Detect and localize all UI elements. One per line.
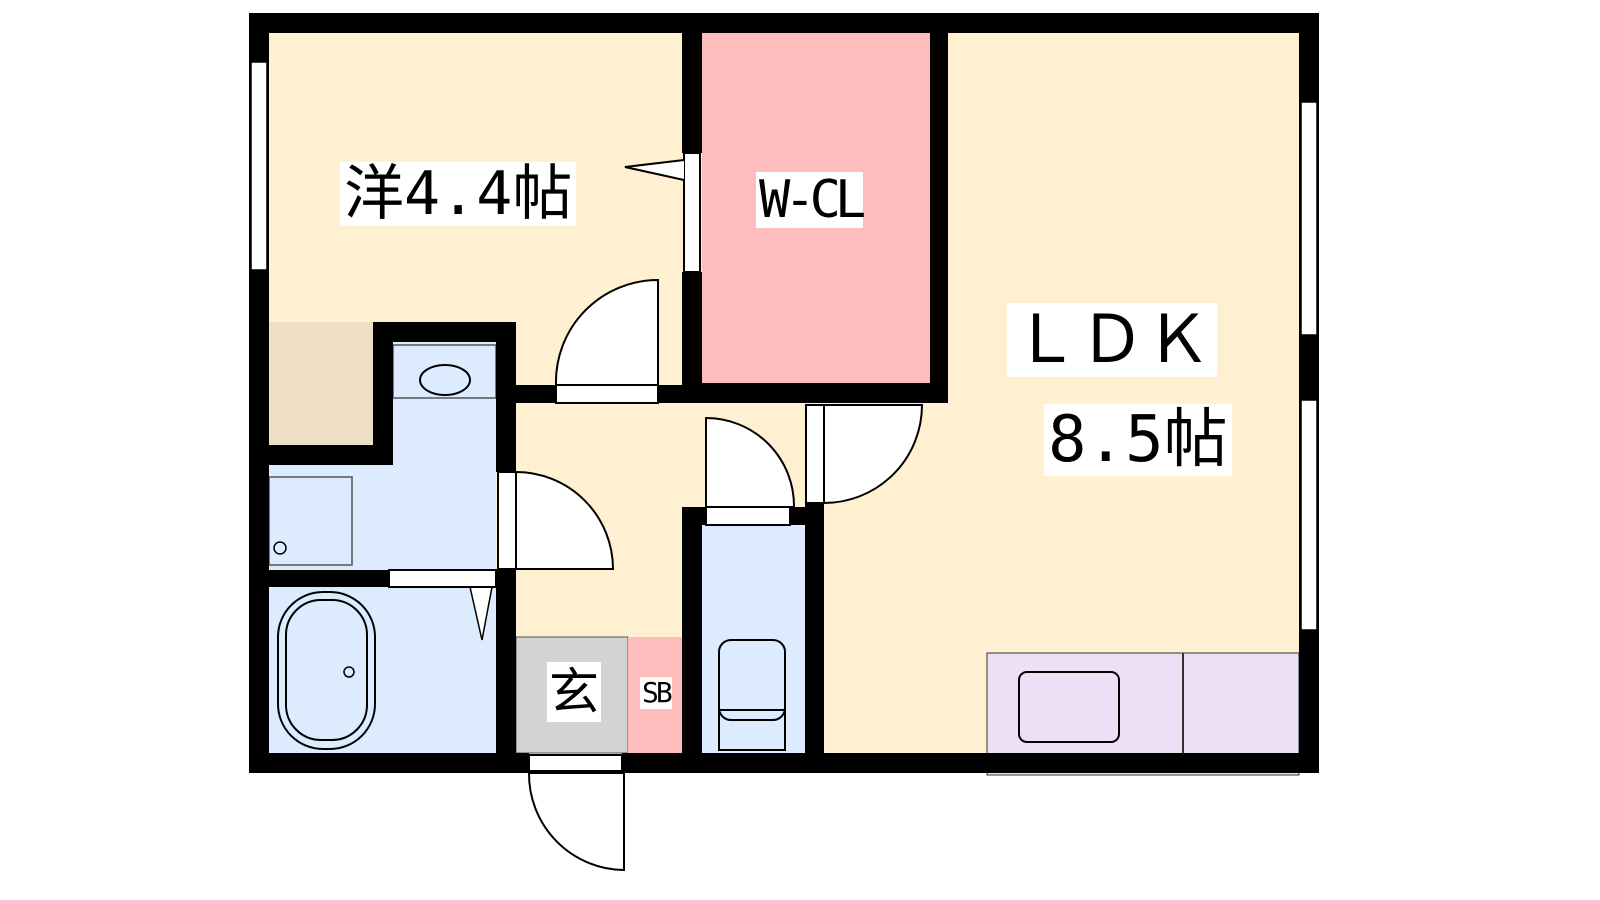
toilet-icon (718, 639, 786, 721)
ldk-size-label: 8.5帖 (1044, 404, 1232, 476)
washroom-lower (269, 465, 496, 570)
western-room-label: 洋4.4帖 (340, 162, 577, 226)
bathroom (269, 587, 496, 753)
windows (250, 61, 1318, 631)
closet-label: W-CL (756, 172, 866, 228)
bathtub-icon (277, 591, 376, 750)
entrance-label: 玄 (547, 662, 601, 722)
doors (388, 152, 924, 872)
basin-icon (419, 364, 471, 396)
sink-icon (1018, 671, 1120, 743)
ldk-label: ＬＤＫ (1007, 303, 1217, 377)
shoe-box-label: SB (640, 676, 673, 709)
storage-area (269, 322, 373, 445)
